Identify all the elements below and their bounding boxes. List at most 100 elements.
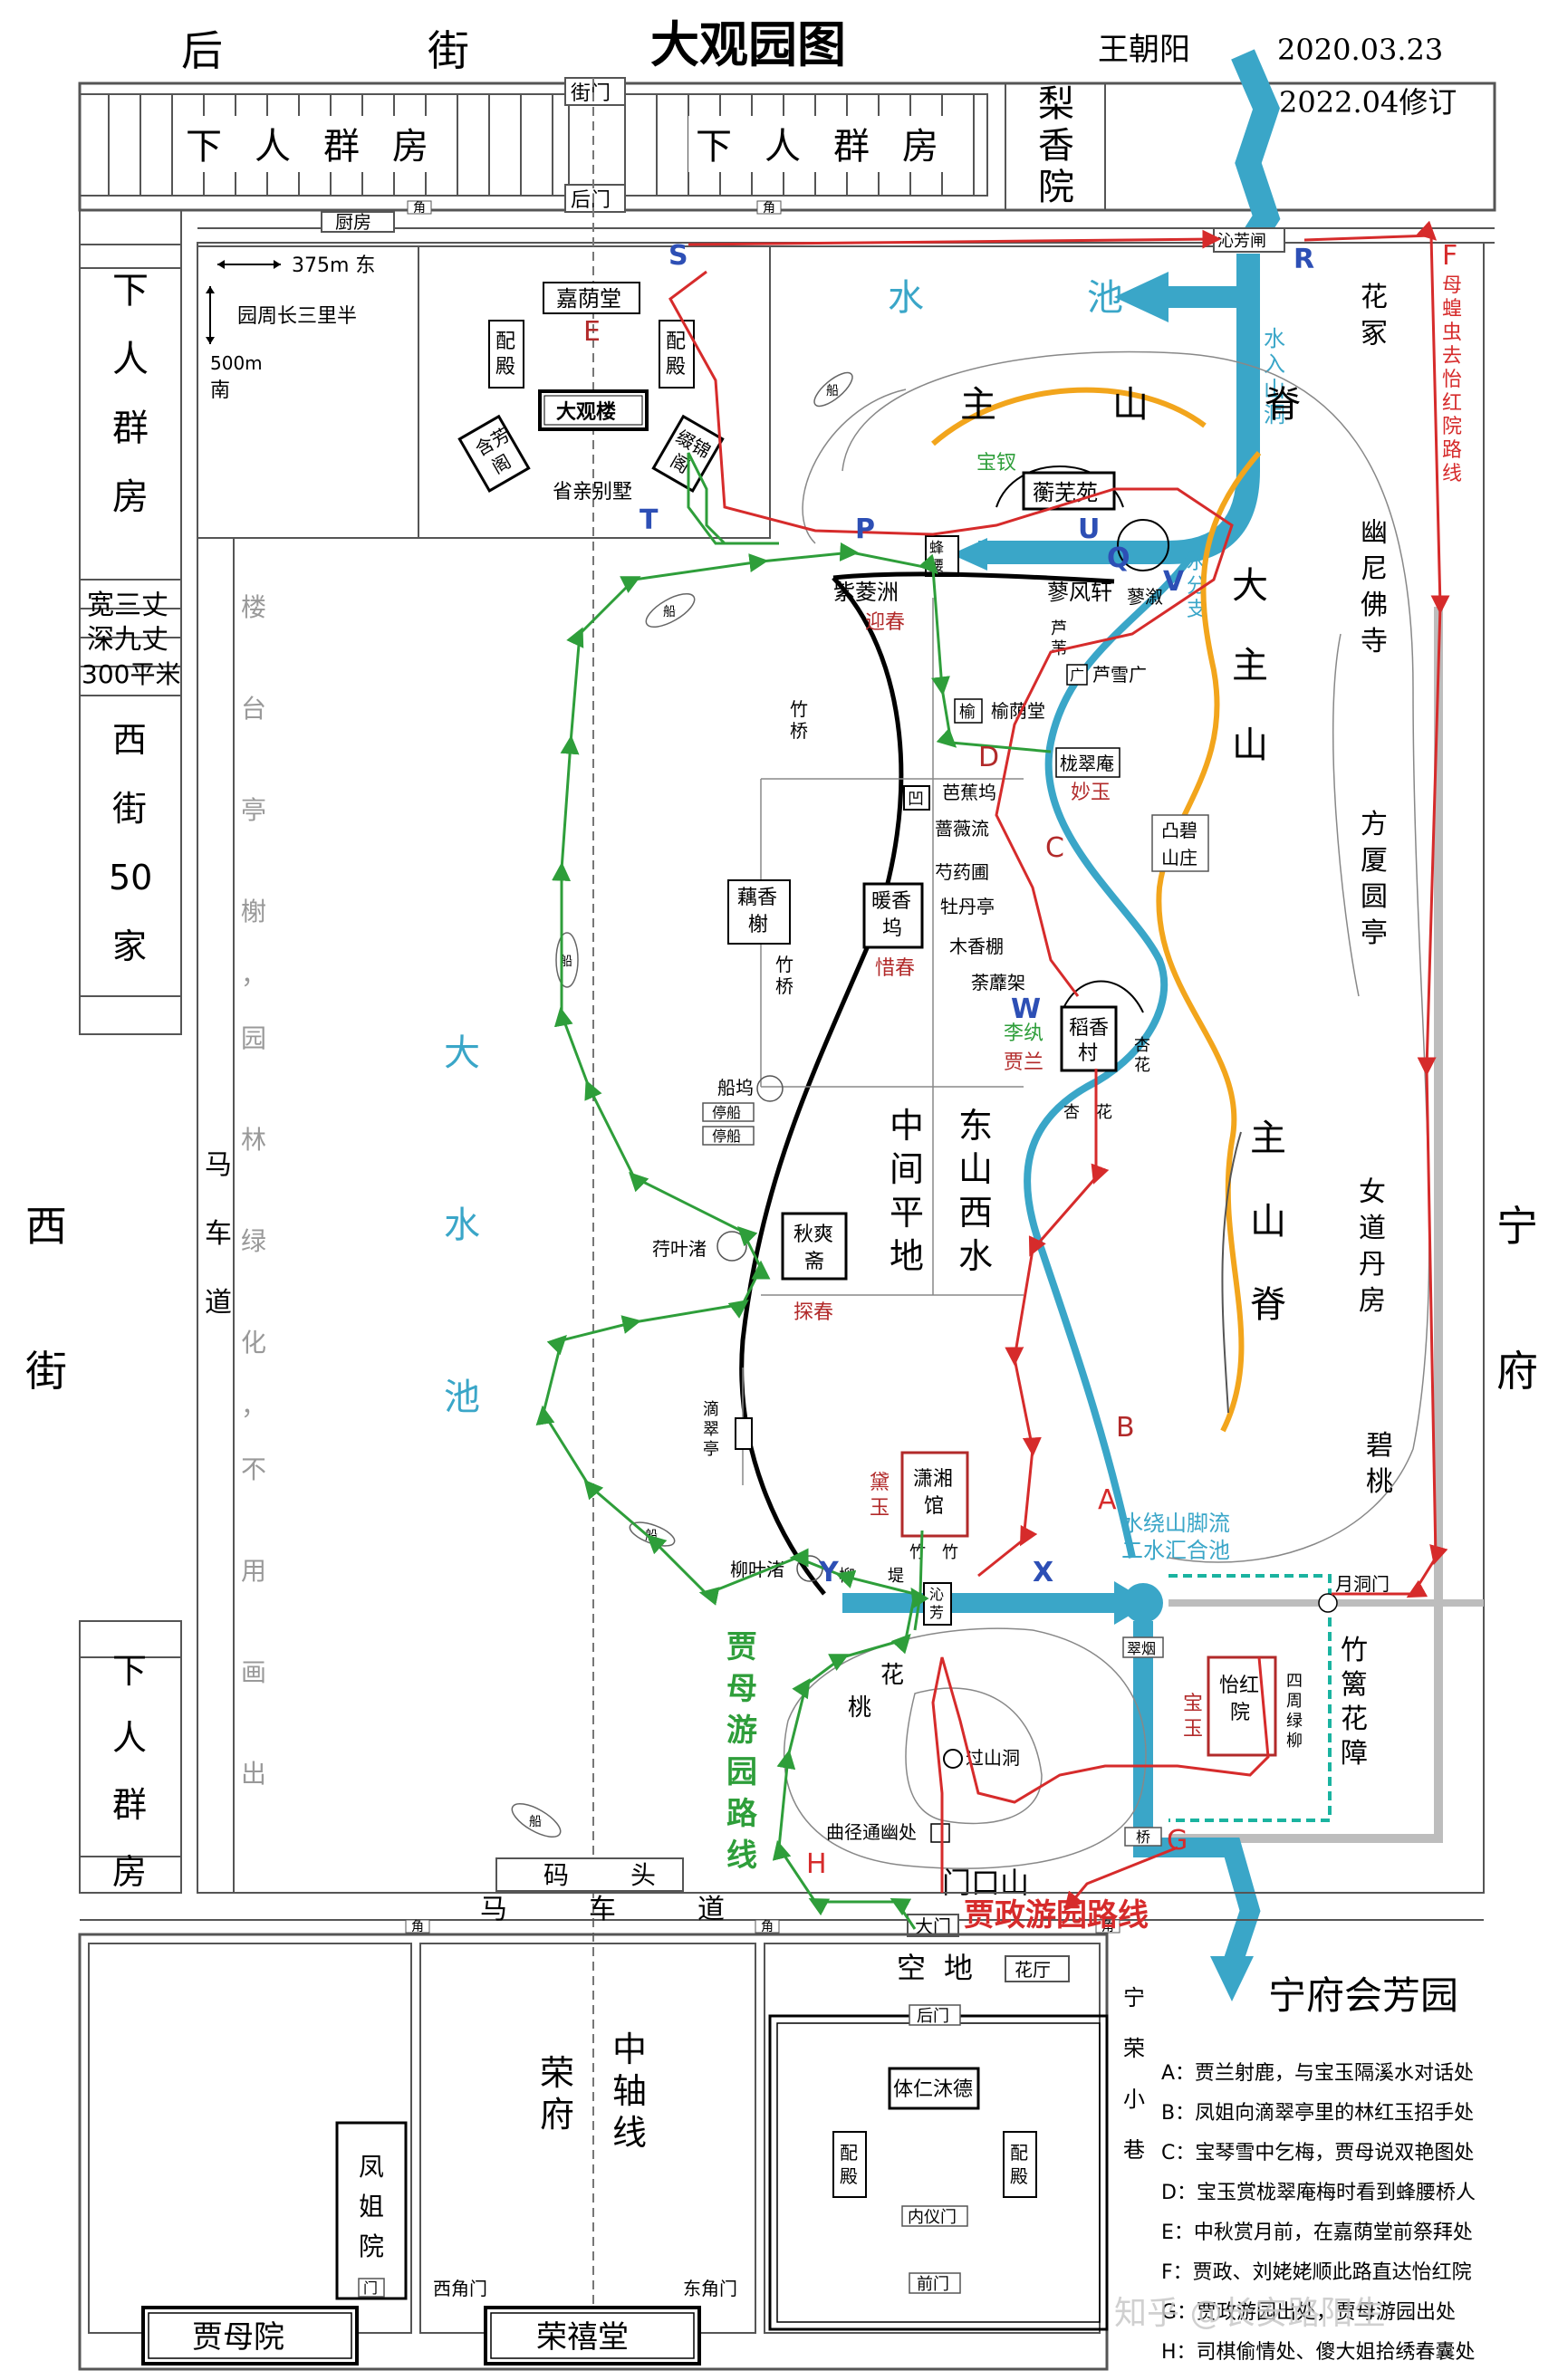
youni-fosi-label: 幽尼佛寺 [1361, 517, 1388, 657]
zhuli-huazhang-fence [1168, 1574, 1332, 1822]
svg-text:角: 角 [413, 201, 426, 216]
matou-label: 码 头 [543, 1860, 674, 1890]
east-ridge [1156, 451, 1262, 1433]
legend-e: E：中秋赏月前，在嘉荫堂前祭拜处 [1161, 2222, 1473, 2244]
flower-1: 芭蕉坞 [942, 782, 996, 803]
xinghua-2-label: 杏 花 [1063, 1103, 1112, 1122]
huating-box [1005, 1955, 1070, 1982]
houmen2-label: 后门 [917, 2007, 949, 2026]
sizhou-lvliu-label: 四周绿柳 [1286, 1672, 1303, 1751]
legend-a: A：贾兰射鹿，与宝玉隔溪水对话处 [1161, 2062, 1474, 2085]
letter-e: E [583, 316, 601, 348]
jiayin-tang-label: 嘉荫堂 [556, 286, 621, 312]
huatao-1-label: 花 [880, 1662, 904, 1689]
daoxiang-cun-box [1060, 1005, 1118, 1072]
daguan-lou-box [538, 389, 649, 431]
svg-text:角: 角 [411, 1920, 424, 1934]
menkou-shan-label: 门口山 [942, 1866, 1029, 1900]
zhongzhou-label: 中轴线 [612, 2030, 647, 2153]
mache-dao-south-label: 马 车 道 [480, 1894, 752, 1925]
svg-text:角: 角 [1101, 1920, 1114, 1934]
flower-6: 荼蘼架 [971, 972, 1025, 993]
servants-label-bg-ne [688, 116, 960, 172]
rf-east-peidian-box [1003, 2131, 1037, 2198]
compass-circumference: 园周长三里半 [237, 305, 357, 328]
corner-markers-top: 角 角 [407, 200, 782, 216]
ximu-route-label: 母蝗虫去 怡红院路线 [1442, 274, 1468, 485]
boat-1: 船 [826, 384, 839, 398]
garden-outer-wall [197, 242, 1485, 1894]
water-in-label: 水入山洞 [1264, 326, 1285, 427]
boat-2: 船 [663, 605, 676, 619]
zhu-label: 竹 竹 [909, 1543, 958, 1562]
qianmen-box [909, 2272, 961, 2294]
confluence-pool [1123, 1583, 1163, 1623]
qinfang-zha-label: 沁芳闸 [1217, 232, 1266, 251]
qiao-label: 桥 [1136, 1828, 1150, 1846]
watermark: 知乎 @长安路阳生 [1114, 2295, 1385, 2332]
jiamu-yuan-label: 贾母院 [192, 2319, 284, 2356]
water-pool-label: 水 池 [888, 277, 1187, 319]
dicui-ting-box [735, 1417, 753, 1450]
letter-b: B [1116, 1412, 1135, 1444]
red-route-north [688, 229, 1222, 249]
west-50-4: 家 [112, 926, 147, 966]
west-peidian-label: 配殿 [495, 331, 515, 379]
servants-rooms-ne-label: 下人群房 [696, 126, 971, 168]
letter-p: P [855, 513, 875, 545]
north-ridge-label: 主 山 脊 [960, 384, 1341, 426]
letter-u: U [1078, 513, 1100, 545]
cuiyan-label: 翠烟 [1127, 1640, 1156, 1657]
huazhong-label: 花冢 [1361, 282, 1388, 350]
loutai-label: 楼台亭榭 ，园林绿 化，不用 画出 [241, 592, 274, 1789]
kitchen-box [321, 211, 395, 233]
jiamu-yuan-box [141, 2306, 359, 2366]
jialan-label: 贾兰 [1004, 1051, 1043, 1074]
letter-f: F [1442, 240, 1457, 272]
street-gate-box [564, 77, 626, 106]
servants-rooms-nw-label: 下人群房 [186, 126, 461, 168]
nudao-danfang-label: 女道丹房 [1359, 1176, 1386, 1317]
letter-w: W [1011, 993, 1041, 1025]
guoshan-dong-label: 过山洞 [966, 1747, 1020, 1769]
longcui-an-label: 栊翠庵 [1060, 753, 1114, 774]
kongdi-label: 空地 [897, 1951, 991, 1985]
compass-south-m: 500m [210, 352, 263, 374]
south-outflow-channel [1133, 1621, 1261, 1969]
dongjiao-men-label: 东角门 [683, 2278, 737, 2299]
letter-s: S [668, 240, 688, 272]
green-route-main [535, 542, 1052, 1930]
west-50-2: 街 [112, 789, 147, 829]
map-title: 大观园图 [650, 16, 846, 73]
yingchun-label: 迎春 [865, 611, 905, 634]
flower-3: 芍药圃 [935, 861, 989, 883]
servants-label-bg-nw [181, 116, 453, 172]
kitchen-label: 厨房 [335, 211, 371, 233]
west-servants-column-2 [79, 1620, 182, 1894]
tubi-shanzhuang-label: 凸碧山庄 [1161, 820, 1197, 869]
svg-text:角: 角 [763, 201, 775, 216]
east-peidian-label: 配殿 [666, 331, 686, 379]
green-route-xiaoxiang [913, 1530, 924, 1631]
boat-5: 船 [529, 1815, 542, 1829]
yu-label: 榆 [959, 703, 976, 722]
north-street-label: 后 街 [181, 26, 551, 75]
hanfang-ge: 含芳阁 [457, 414, 531, 493]
jiazheng-route-label: 贾政游园路线 [964, 1897, 1149, 1934]
letter-q: Q [1107, 542, 1130, 574]
ningrong-xiang-label: 宁荣小巷 [1123, 1985, 1145, 2163]
west-servants-column [79, 209, 182, 1035]
letter-h: H [806, 1848, 827, 1880]
main-water-channel [978, 254, 1260, 564]
qiao-box [1124, 1827, 1162, 1847]
neiyi-men-label: 内仪门 [908, 2208, 957, 2227]
mache-dao-west-label: 马车道 [205, 1149, 232, 1319]
west-info-2: 深九丈 [87, 624, 168, 656]
men-label: 门 [363, 2279, 378, 2297]
huatao-2-label: 桃 [848, 1694, 871, 1722]
letter-x: X [1033, 1557, 1053, 1588]
xinghua-1-label: 杏花 [1134, 1036, 1150, 1075]
revision-label: 2022.04修订 [1279, 85, 1457, 120]
middle-grid [742, 598, 1024, 1485]
